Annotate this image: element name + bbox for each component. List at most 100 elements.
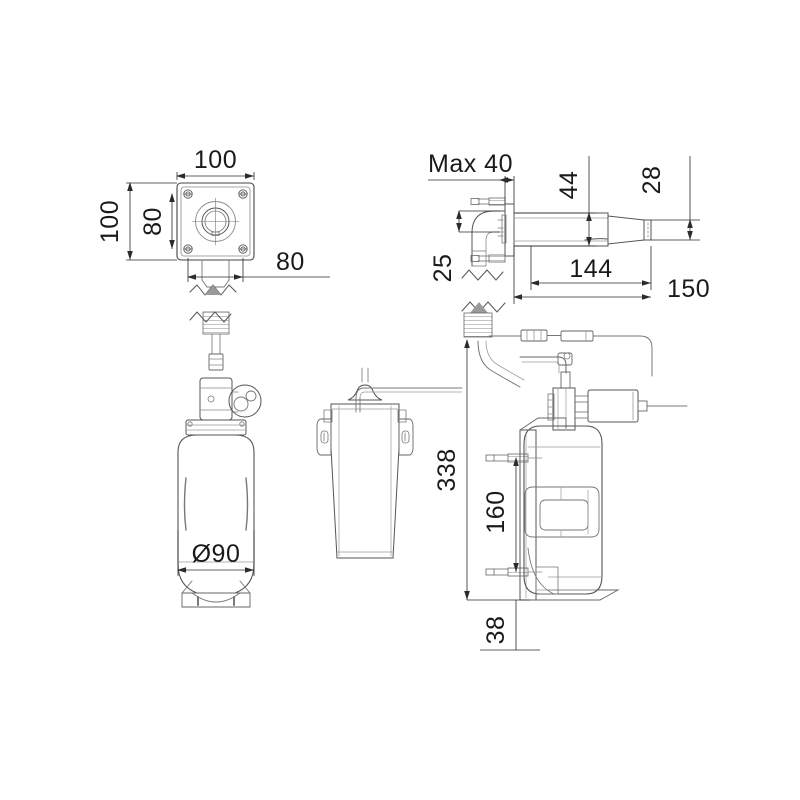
dim-label-base-offset: 38	[482, 616, 510, 645]
dim-label-spout-height: 44	[555, 171, 583, 200]
bottle-valve-detail	[199, 387, 233, 411]
view-mounting-plate	[176, 182, 255, 296]
pump-motor-body	[587, 389, 639, 423]
view-spout-side	[461, 197, 652, 313]
anchor-bolt-top	[470, 197, 506, 206]
supply-hose-left-inner	[359, 391, 463, 399]
dim-label-max-wall: Max 40	[428, 150, 513, 178]
break-fill-upper	[205, 285, 221, 295]
right-hose-collar	[463, 312, 493, 338]
bottle-base-shoulder-left	[181, 580, 193, 594]
pump-motor-shaft	[637, 400, 648, 412]
bottle-grip-left	[183, 477, 187, 531]
pump-head-side-ribs	[547, 399, 555, 415]
pump-bottle-handle-inner	[539, 499, 589, 531]
housing-ear-right	[398, 418, 414, 456]
inline-connector-1-rings	[526, 329, 542, 342]
view-bottle-pump-side	[355, 329, 688, 601]
spout-flange-ring	[501, 214, 507, 244]
spout-underside-slot	[584, 238, 608, 241]
pump-head-block	[552, 387, 576, 431]
bottle-base-pegs	[197, 596, 235, 606]
housing-body	[330, 403, 400, 559]
right-assembly-break-symbol	[463, 312, 493, 338]
break-symbol-lower-right	[461, 301, 506, 313]
bottle-hose-fitting-lines	[208, 358, 224, 366]
spout-tip	[643, 219, 652, 241]
hose-from-break-down-inner	[485, 340, 525, 381]
inline-connector-2	[560, 330, 594, 342]
view-bracket-housing	[316, 367, 414, 559]
pump-bottle-handle-divider	[560, 486, 589, 538]
dims-bottle-front	[177, 530, 255, 576]
view-bottle-front	[177, 311, 262, 608]
bottle-valve-port	[207, 395, 215, 403]
dims-spout-side	[428, 156, 700, 304]
dim-label-spout-reach: 144	[569, 255, 612, 283]
bottle-hose-fitting	[208, 353, 224, 371]
break-fill-lower-right	[470, 302, 488, 313]
bottle-hose-collar	[202, 311, 230, 335]
housing-cap	[347, 384, 383, 401]
plate-screw-top-left	[183, 189, 193, 199]
plate-screw-bottom-left	[183, 244, 193, 254]
inline-hose-3	[592, 335, 653, 377]
dim-label-hole-pitch-vertical: 80	[139, 207, 167, 236]
dim-label-total-height: 338	[433, 448, 461, 491]
plate-outline	[176, 182, 255, 261]
spout-taper	[607, 215, 645, 245]
pump-port-lower	[574, 411, 589, 419]
housing-clamp-right	[397, 409, 407, 423]
bottle-base-foot	[181, 592, 251, 608]
bottle-knob-outer	[228, 384, 262, 418]
bottle-knob-mid	[233, 396, 249, 412]
housing-ear-left	[316, 418, 332, 456]
bracket-anchor-bottom	[485, 567, 543, 577]
hose-from-break-down	[477, 340, 521, 388]
bottle-collar-clip-right	[239, 421, 245, 427]
housing-body-inner	[338, 405, 392, 557]
dims-mounting-plate	[126, 172, 330, 282]
plate-inner-outline	[180, 186, 251, 257]
dim-label-plate-width: 100	[194, 146, 237, 174]
dim-label-elbow-offset: 25	[429, 254, 457, 283]
pump-head-lines	[557, 387, 567, 431]
pump-elbow-fitting	[557, 352, 573, 366]
bottle-collar-clip-left	[187, 421, 193, 427]
break-symbol-feed	[461, 269, 504, 281]
dim-label-bottle-diameter: Ø90	[192, 540, 241, 568]
pump-bottle-base-block	[535, 566, 559, 595]
plate-shank-taper	[201, 279, 230, 288]
bottle-body-outline	[177, 434, 255, 594]
dim-label-bracket-pitch: 160	[482, 490, 510, 533]
plate-screw-bottom-right	[238, 244, 248, 254]
bottle-neck-collar-lines	[185, 424, 247, 431]
wall-bracket-top-flange	[519, 417, 567, 431]
dim-label-spout-tip-height: 28	[638, 166, 666, 195]
pump-manifold-stem	[560, 371, 571, 389]
bottle-knob-stem	[231, 391, 239, 413]
pump-bottle-bottom-taper	[527, 547, 555, 595]
dims-bottle-pump-side	[464, 339, 540, 651]
dim-label-hole-pitch-horizontal: 80	[276, 248, 305, 276]
pump-bottle-handle-recess	[524, 486, 600, 538]
housing-clamp-left	[323, 409, 333, 423]
supply-hose-left	[355, 387, 463, 399]
bottle-grip-right	[245, 477, 249, 531]
pump-port-upper	[574, 395, 589, 403]
feed-elbow-side	[471, 250, 487, 267]
spout-flange-detail	[497, 219, 504, 237]
plate-screw-top-right	[238, 189, 248, 199]
pump-elbow-nut	[563, 352, 571, 360]
housing-stem	[361, 367, 369, 383]
bottle-hose-tube	[211, 333, 221, 355]
bracket-anchor-top	[485, 453, 543, 463]
dim-label-total-reach: 150	[667, 275, 710, 303]
anchor-bolt-bottom	[470, 254, 506, 263]
bottle-base-shoulder-right	[239, 580, 251, 594]
dim-label-plate-height: 100	[96, 200, 124, 243]
bottle-neck-collar	[185, 419, 247, 436]
bottle-knob-inner	[245, 390, 257, 402]
